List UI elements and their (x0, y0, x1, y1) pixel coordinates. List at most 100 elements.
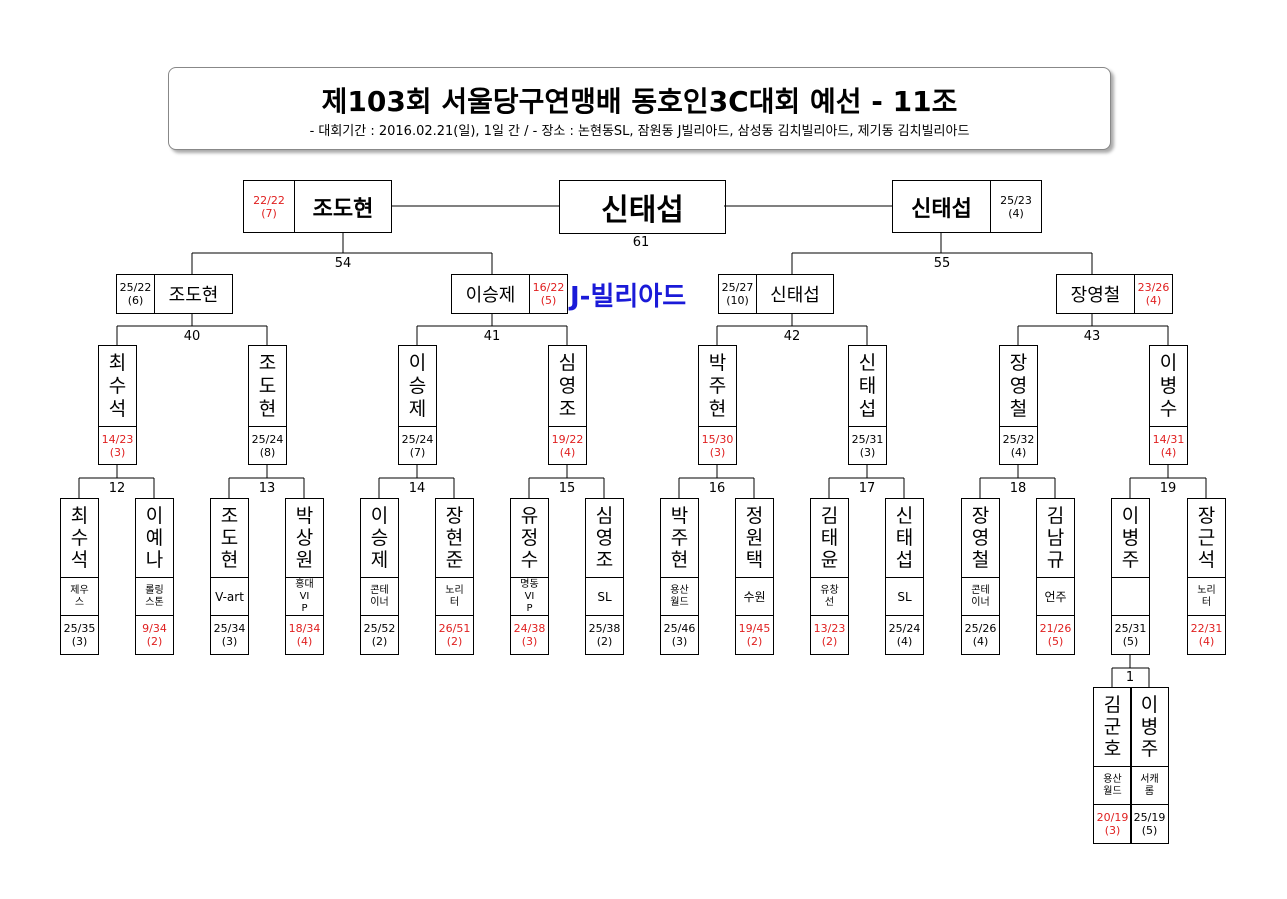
venue-label: J-빌리아드 (570, 282, 687, 312)
score-cell: 22/22 (7) (244, 181, 295, 232)
score-cell: 25/24(7) (399, 427, 436, 464)
score-cell: 25/32(4) (1000, 427, 1037, 464)
quarterfinal-3: 25/27 (10) 신태섭 (718, 274, 834, 314)
score: 15/30 (701, 432, 734, 446)
player-name: 조도현 (312, 196, 374, 222)
score-cell: 14/31(4) (1150, 427, 1187, 464)
match-number: 55 (933, 256, 951, 271)
score-cell: 25/31(5) (1112, 616, 1149, 654)
score: 25/31 (1114, 622, 1147, 635)
innings: (4) (559, 445, 576, 459)
score-cell: 25/24(4) (886, 616, 923, 654)
score-cell: 25/19(5) (1131, 805, 1168, 843)
innings: (2) (446, 635, 463, 648)
score: 24/38 (513, 622, 546, 635)
innings: (3) (71, 635, 88, 648)
club-name: SL (586, 578, 623, 616)
match-number: 13 (258, 481, 276, 496)
innings: (4) (972, 635, 989, 648)
innings: (4) (1160, 445, 1177, 459)
club-name: 언주 (1037, 578, 1074, 616)
match-number-final: 61 (632, 235, 650, 250)
score-cell: 25/24(8) (249, 427, 286, 464)
score: 20/19 (1096, 811, 1129, 824)
innings: (3) (859, 445, 876, 459)
score: 25/32 (1002, 432, 1035, 446)
match-number: 14 (408, 481, 426, 496)
score-cell: 25/31(3) (849, 427, 886, 464)
score: 9/34 (142, 622, 167, 635)
innings: (2) (371, 635, 388, 648)
score-cell: 25/35(3) (61, 616, 98, 654)
score-cell: 19/45(2) (736, 616, 773, 654)
match-number-prelim: 1 (1125, 670, 1135, 685)
score: 25/19 (1133, 811, 1166, 824)
innings: (3) (109, 445, 126, 459)
match-number: 19 (1159, 481, 1177, 496)
score: 25/46 (663, 622, 696, 635)
match-number: 18 (1009, 481, 1027, 496)
innings: (3) (709, 445, 726, 459)
score: 14/23 (101, 432, 134, 446)
match-number: 17 (858, 481, 876, 496)
club-name (1112, 578, 1149, 616)
innings: (4) (1198, 635, 1215, 648)
score: 25/24 (401, 432, 434, 446)
score: 13/23 (813, 622, 846, 635)
match-number: 43 (1083, 329, 1101, 344)
innings: (2) (146, 635, 163, 648)
score: 19/22 (551, 432, 584, 446)
semifinal-right: 신태섭 25/23 (4) (892, 180, 1042, 233)
score-cell: 14/23(3) (99, 427, 136, 464)
match-number: 40 (183, 329, 201, 344)
match-number: 12 (108, 481, 126, 496)
quarterfinal-1: 25/22 (6) 조도현 (116, 274, 233, 314)
innings: (3) (1104, 824, 1121, 837)
innings: (3) (221, 635, 238, 648)
club-name: SL (886, 578, 923, 616)
score-cell: 25/34(3) (211, 616, 248, 654)
score: 25/52 (363, 622, 396, 635)
innings: (8) (259, 445, 276, 459)
semifinal-left: 22/22 (7) 조도현 (243, 180, 392, 233)
innings: (10) (726, 294, 749, 307)
score: 16/22 (532, 281, 565, 294)
score-cell: 21/26(5) (1037, 616, 1074, 654)
innings: (4) (1145, 294, 1162, 307)
innings: (3) (671, 635, 688, 648)
innings: (4) (1010, 445, 1027, 459)
score-cell: 25/26(4) (962, 616, 999, 654)
